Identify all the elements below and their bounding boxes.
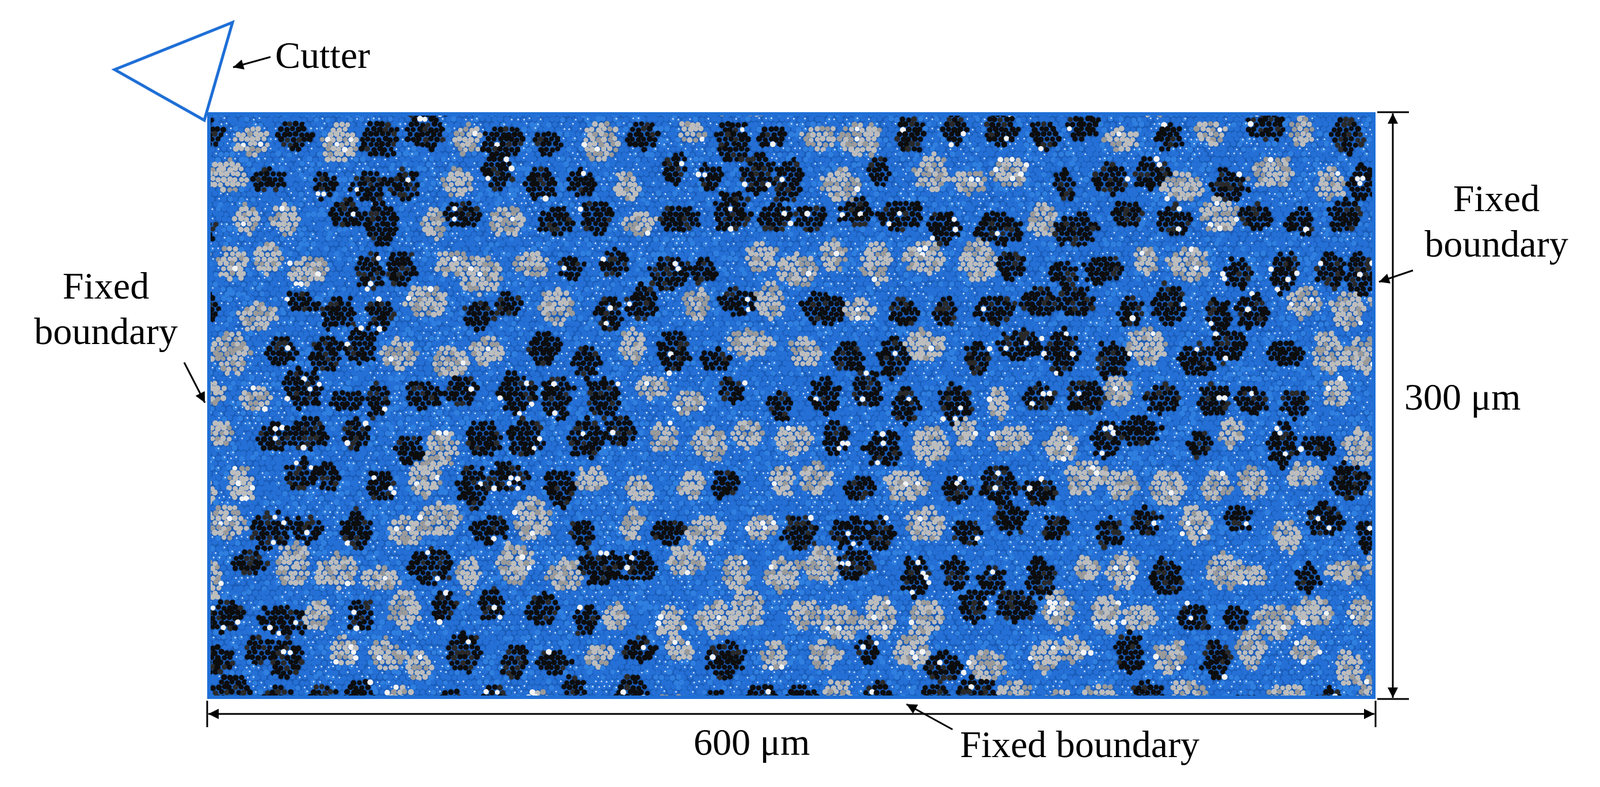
boundary-label: Fixed boundary bbox=[960, 721, 1200, 768]
leader-line bbox=[233, 56, 271, 68]
dimension-line bbox=[208, 713, 1375, 716]
boundary-label: Fixed boundary bbox=[13, 263, 198, 354]
leader-line bbox=[1378, 270, 1413, 283]
cutter-tool bbox=[114, 22, 233, 121]
dimension-tick bbox=[206, 701, 209, 728]
dimension-line bbox=[1392, 113, 1394, 699]
dimension-tick bbox=[1377, 111, 1409, 114]
particle-specimen bbox=[207, 112, 1376, 700]
boundary-label: Fixed boundary bbox=[1404, 175, 1589, 267]
dimension-label: 600 μm bbox=[693, 719, 810, 765]
tool-label: Cutter bbox=[275, 32, 371, 78]
dimension-tick bbox=[1377, 698, 1409, 701]
leader-line bbox=[906, 704, 953, 730]
leader-line bbox=[184, 362, 205, 403]
dimension-label: 300 μm bbox=[1404, 374, 1521, 420]
dimension-tick bbox=[1374, 701, 1377, 728]
